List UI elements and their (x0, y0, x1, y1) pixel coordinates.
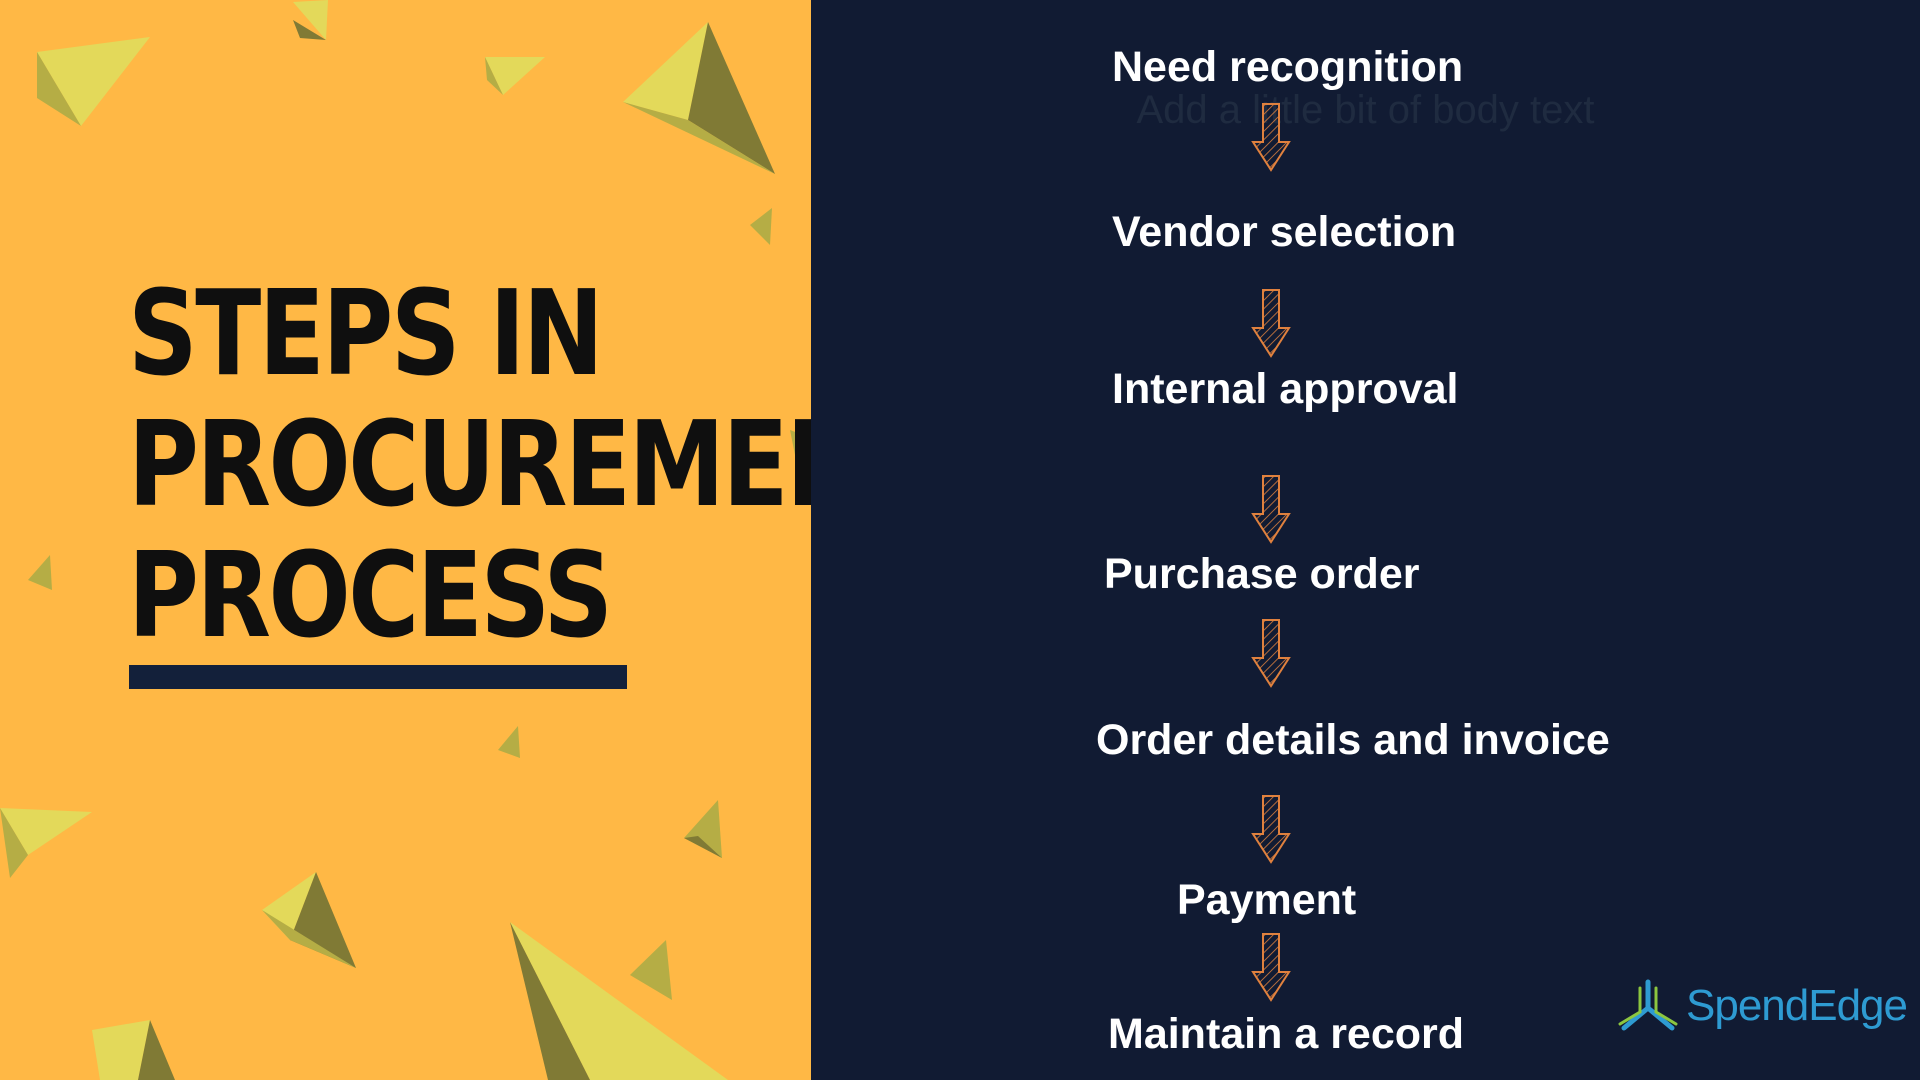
step-maintain-a-record: Maintain a record (1108, 1010, 1465, 1058)
step-payment: Payment (1177, 876, 1357, 924)
title-underline (129, 665, 627, 689)
spendedge-logo: SpendEdge (1618, 978, 1908, 1034)
down-arrow-icon (1252, 619, 1290, 687)
step-need-recognition: Need recognition (1112, 43, 1464, 91)
step-internal-approval: Internal approval (1112, 365, 1459, 413)
title-line-2: PROCUREMENT (128, 395, 811, 533)
page-title: STEPS IN PROCUREMENT PROCESS (128, 268, 811, 661)
down-arrow-icon (1252, 933, 1290, 1001)
decorative-pyramids (0, 0, 811, 1080)
step-vendor-selection: Vendor selection (1112, 208, 1457, 256)
title-line-1: STEPS IN (128, 264, 604, 402)
down-arrow-icon (1252, 289, 1290, 357)
right-panel: Add a little bit of body text Need recog… (811, 0, 1920, 1080)
logo-text: SpendEdge (1686, 981, 1908, 1030)
down-arrow-icon (1252, 795, 1290, 863)
step-purchase-order: Purchase order (1104, 550, 1420, 598)
step-order-details-and-invoice: Order details and invoice (1096, 716, 1610, 764)
down-arrow-icon (1252, 103, 1290, 171)
title-line-3: PROCESS (128, 526, 613, 664)
tripod-logo-icon (1618, 979, 1678, 1031)
left-panel: STEPS IN PROCUREMENT PROCESS (0, 0, 811, 1080)
down-arrow-icon (1252, 475, 1290, 543)
placeholder-body-text: Add a little bit of body text (1136, 88, 1595, 132)
